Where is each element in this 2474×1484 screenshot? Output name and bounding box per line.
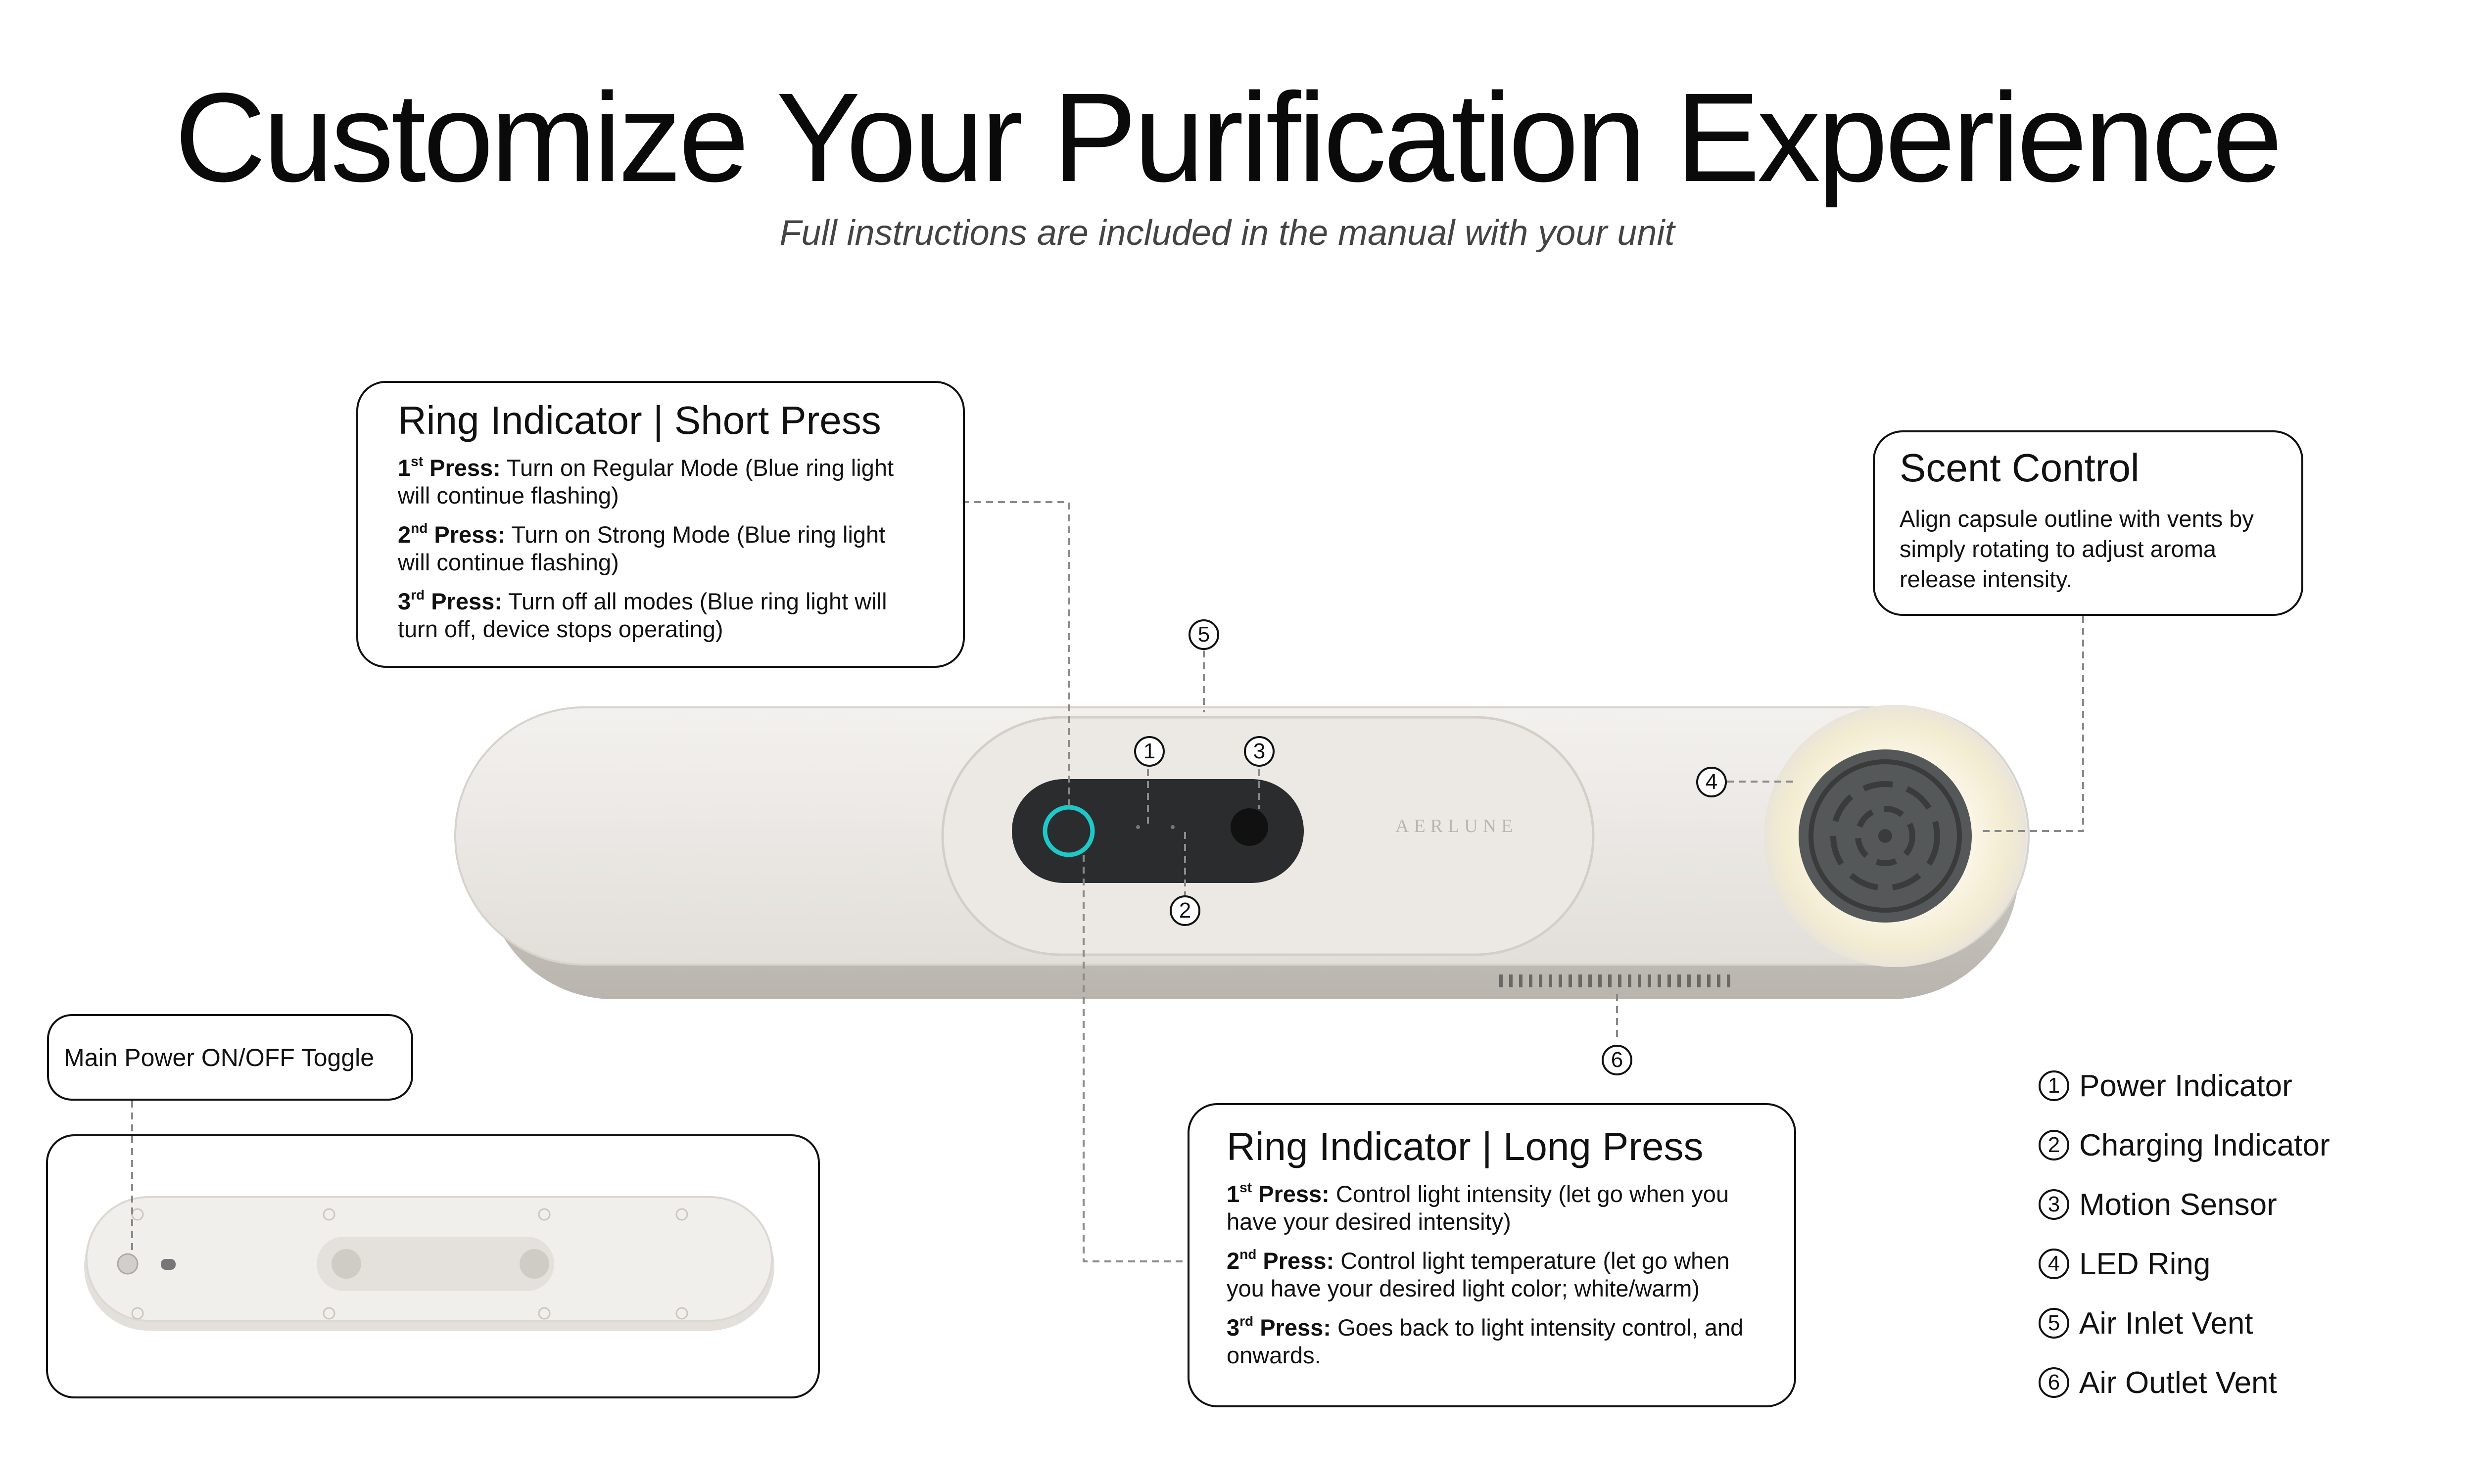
marker-charging-indicator: 2 xyxy=(1170,895,1200,926)
mount-screw-left xyxy=(332,1249,361,1279)
legend-label: Charging Indicator xyxy=(2079,1128,2330,1162)
legend-item-led-ring: 4 LED Ring xyxy=(2039,1244,2210,1284)
leader-scent xyxy=(1979,616,2084,832)
leader-short-press xyxy=(962,501,1070,807)
callout-short-press-title: Ring Indicator | Short Press xyxy=(398,398,881,442)
legend-number: 6 xyxy=(2039,1367,2069,1398)
callout-long-press: Ring Indicator | Long Press 1st Press: C… xyxy=(1188,1103,1796,1407)
leader-long-press xyxy=(1083,855,1188,1262)
legend-item-power-indicator: 1 Power Indicator xyxy=(2039,1066,2292,1106)
long-press-step-3: 3rd Press: Goes back to light intensity … xyxy=(1227,1313,1744,1368)
short-press-step-1: 1st Press: Turn on Regular Mode (Blue ri… xyxy=(398,454,894,509)
callout-main-power: Main Power ON/OFF Toggle xyxy=(47,1014,413,1101)
short-press-step-3: 3rd Press: Turn off all modes (Blue ring… xyxy=(398,587,887,642)
capsule-vent-middle xyxy=(1830,781,1940,891)
capsule-center xyxy=(1878,829,1892,843)
callout-scent-control: Scent Control Align capsule outline with… xyxy=(1873,430,2303,616)
page-subtitle: Full instructions are included in the ma… xyxy=(779,213,1675,253)
long-press-step-2: 2nd Press: Control light temperature (le… xyxy=(1227,1246,1730,1302)
legend-label: Motion Sensor xyxy=(2079,1187,2277,1222)
legend-label: LED Ring xyxy=(2079,1247,2211,1281)
legend-item-air-outlet-vent: 6 Air Outlet Vent xyxy=(2039,1363,2277,1402)
legend-label: Power Indicator xyxy=(2079,1068,2292,1103)
legend-label: Air Outlet Vent xyxy=(2079,1365,2277,1400)
purifier-device xyxy=(454,705,2030,999)
legend-number: 5 xyxy=(2039,1308,2069,1339)
page-title: Customize Your Purification Experience xyxy=(174,67,2283,208)
mount-screw-right xyxy=(520,1249,549,1279)
power-toggle-indicator xyxy=(161,1259,176,1270)
callout-power-title: Main Power ON/OFF Toggle xyxy=(64,1043,375,1071)
control-panel xyxy=(1012,779,1304,883)
ring-indicator-button[interactable] xyxy=(1043,805,1095,857)
charging-indicator-light xyxy=(1171,825,1175,829)
bottom-mount-slot xyxy=(317,1237,554,1291)
short-press-step-2: 2nd Press: Turn on Strong Mode (Blue rin… xyxy=(398,520,886,576)
callout-long-press-title: Ring Indicator | Long Press xyxy=(1227,1124,1704,1168)
callout-short-press: Ring Indicator | Short Press 1st Press: … xyxy=(356,381,965,668)
brand-mark: AERLUNE xyxy=(1395,816,1518,836)
legend-number: 2 xyxy=(2039,1130,2069,1160)
legend-number: 1 xyxy=(2039,1070,2069,1101)
leader-lines xyxy=(131,501,2084,1262)
capsule-vent-inner xyxy=(1855,806,1915,866)
marker-led-ring: 4 xyxy=(1696,767,1727,797)
marker-air-inlet: 5 xyxy=(1189,619,1219,650)
bottom-view-feet xyxy=(131,1208,688,1320)
legend-number: 3 xyxy=(2039,1189,2069,1220)
legend-item-motion-sensor: 3 Motion Sensor xyxy=(2039,1185,2277,1224)
legend-item-air-inlet-vent: 5 Air Inlet Vent xyxy=(2039,1303,2253,1343)
marker-air-outlet: 6 xyxy=(1602,1045,1632,1075)
legend-number: 4 xyxy=(2039,1249,2069,1279)
capsule-vent-outer xyxy=(1808,759,1962,913)
power-toggle-switch[interactable] xyxy=(117,1253,139,1275)
motion-sensor xyxy=(1231,808,1268,846)
legend-item-charging-indicator: 2 Charging Indicator xyxy=(2039,1125,2330,1165)
marker-motion-sensor: 3 xyxy=(1244,736,1275,767)
legend-label: Air Inlet Vent xyxy=(2079,1306,2253,1341)
marker-power-indicator: 1 xyxy=(1134,736,1165,767)
callout-scent-title: Scent Control xyxy=(1900,446,2140,490)
long-press-step-1: 1st Press: Control light intensity (let … xyxy=(1227,1180,1729,1235)
device-bottom-view xyxy=(84,1196,774,1331)
callout-scent-text: Align capsule outline with vents by simp… xyxy=(1900,506,2254,593)
power-indicator-light xyxy=(1136,825,1140,829)
air-outlet-vent xyxy=(1499,974,1730,987)
